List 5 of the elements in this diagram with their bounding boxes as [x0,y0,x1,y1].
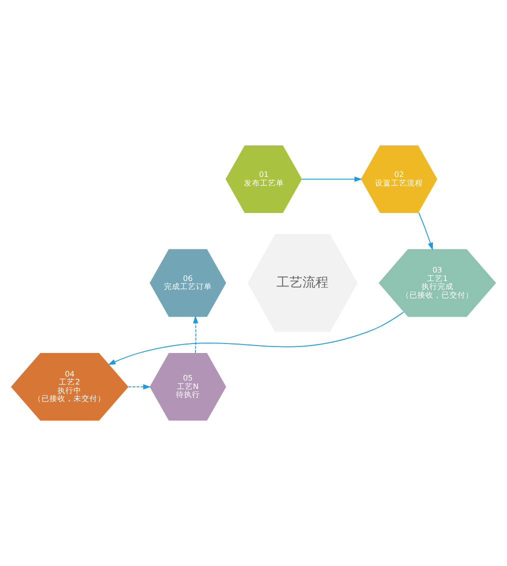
arrow [302,176,362,182]
arrow [418,212,433,250]
arrow [128,384,151,390]
arrow [108,312,404,365]
arrow [192,316,198,354]
